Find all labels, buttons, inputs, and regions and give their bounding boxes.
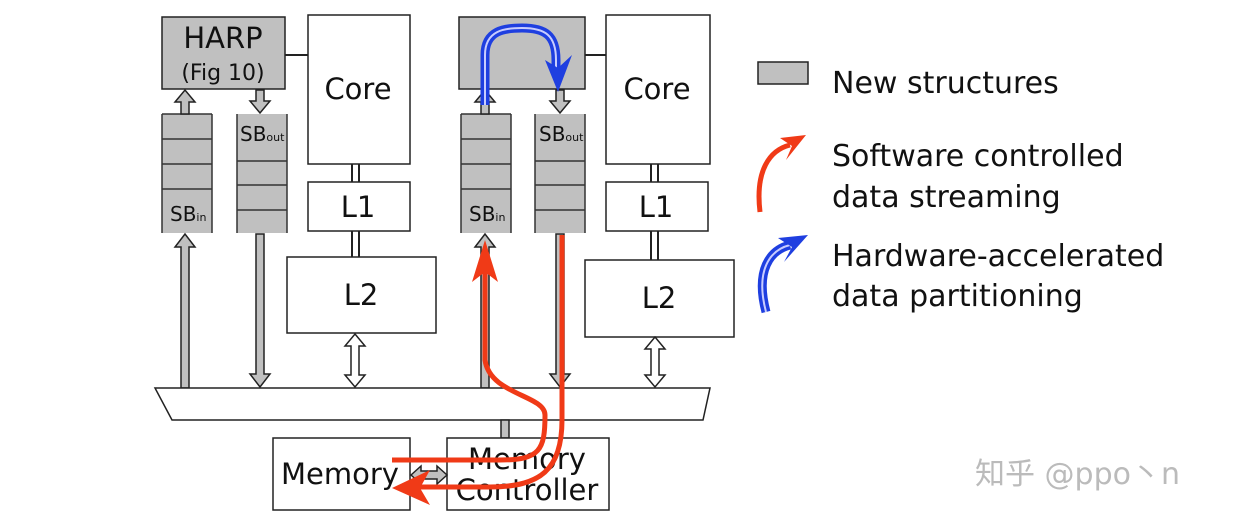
- core-l1-link: [351, 164, 360, 182]
- legend-hardware-icon: [757, 240, 792, 314]
- sb-in-label: SBin: [170, 202, 206, 226]
- software-stream-out-arrowhead: [392, 470, 430, 505]
- sb-out-label: SBout: [539, 122, 584, 146]
- sb-in-to-harp-arrow: [173, 88, 197, 115]
- memory-block: [272, 437, 411, 511]
- l1-label: L1: [341, 190, 376, 224]
- interconnect-bus: [153, 387, 711, 421]
- legend-software-arrowhead-icon: [780, 135, 806, 160]
- core-block: [605, 14, 711, 165]
- sb-out-buffer: SBout: [236, 114, 288, 233]
- l2-block: [584, 259, 735, 338]
- core-label: Core: [623, 72, 690, 106]
- harp-fig-ref: (Fig 10): [181, 61, 264, 86]
- legend-new-structures: New structures: [832, 66, 1059, 101]
- legend-software-line1: Software controlled: [832, 139, 1124, 174]
- memory-label: Memory: [281, 457, 399, 491]
- legend-hardware-arrowhead-icon: [778, 235, 808, 262]
- sb-out-down-arrow: [548, 89, 572, 115]
- software-stream-in-arrowhead: [472, 240, 498, 282]
- core-l1-link: [650, 164, 659, 182]
- sb-in-label: SBin: [469, 202, 505, 226]
- harp-label: HARP: [183, 21, 262, 55]
- l1-label: L1: [639, 190, 674, 224]
- sb-out-label: SBout: [240, 122, 285, 146]
- right-core-group: Core L1 L2 SBin SBout: [458, 14, 735, 389]
- left-core-group: HARP (Fig 10) Core L1 L2 SBin SBout: [161, 14, 437, 389]
- sb-in-buffer: SBin: [460, 113, 512, 233]
- bus-to-sb-in-arrow: [173, 232, 197, 389]
- legend-hardware-icon-highlight: [761, 244, 791, 313]
- l1-block: [605, 181, 709, 232]
- software-stream-in-path: [392, 260, 548, 463]
- sb-out-to-bus-arrow: [248, 233, 272, 389]
- core-block: [307, 14, 411, 165]
- hardware-partition-path-highlight: [484, 26, 557, 105]
- memory-controller-label-2: Controller: [456, 473, 599, 507]
- harp-block: [161, 16, 286, 90]
- sb-in-buffer: SBin: [161, 113, 213, 233]
- bus-controller-link: [500, 419, 510, 439]
- l1-l2-link: [351, 231, 360, 257]
- l2-label: L2: [642, 281, 677, 315]
- legend-software-icon: [756, 142, 791, 213]
- legend-new-structure-swatch: [757, 61, 809, 85]
- harp-to-sb-out-arrow: [248, 89, 272, 115]
- l2-block: [286, 256, 437, 334]
- l2-label: L2: [344, 278, 379, 312]
- legend-hardware-line1: Hardware-accelerated: [832, 239, 1164, 274]
- legend-hardware-line2: data partitioning: [832, 279, 1083, 314]
- hardware-partition-arrowhead: [545, 55, 572, 92]
- sb-out-buffer: SBout: [534, 114, 586, 233]
- legend: New structures Software controlled data …: [756, 61, 1164, 314]
- legend-software-line2: data streaming: [832, 180, 1061, 215]
- l2-bus-bidirectional-arrow: [343, 332, 367, 389]
- software-stream-out-path: [410, 235, 565, 490]
- watermark: 知乎 @ppo丶n: [975, 457, 1180, 492]
- l2-bus-bidirectional-arrow: [643, 335, 667, 389]
- l1-l2-link: [650, 231, 659, 260]
- core-label: Core: [324, 72, 391, 106]
